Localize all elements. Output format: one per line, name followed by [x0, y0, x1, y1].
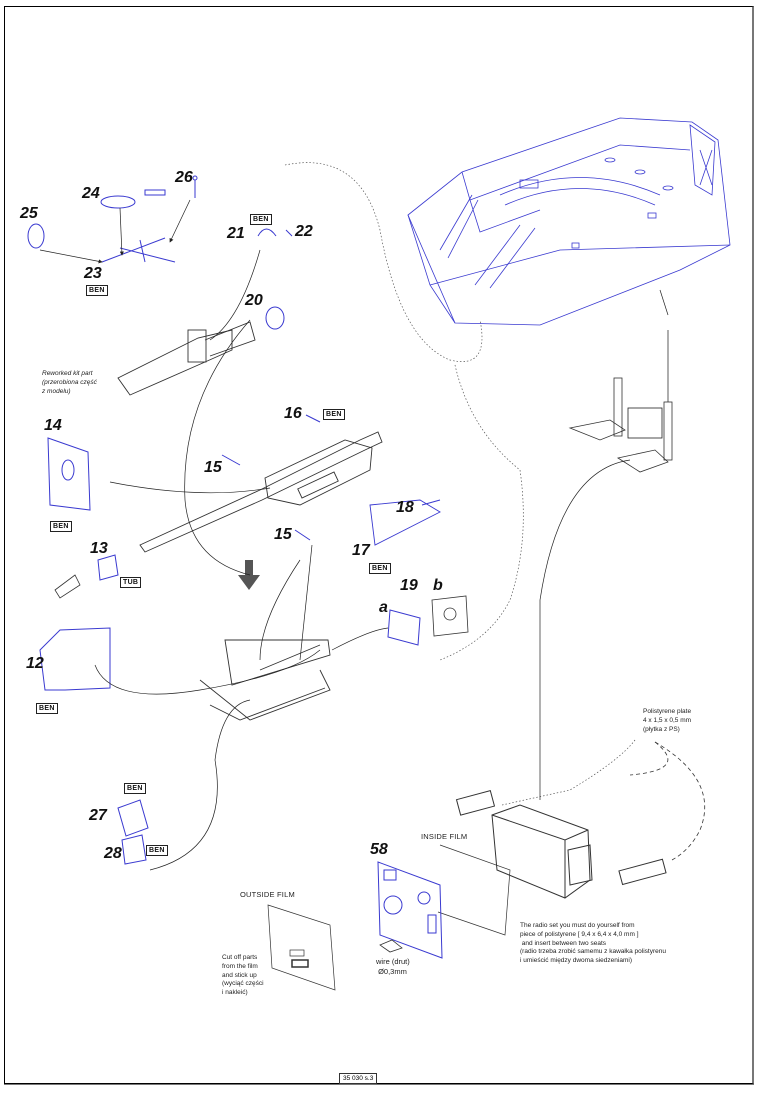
reworked-part-note: Reworked kit part (przerobiona część z m…: [42, 370, 97, 395]
part-number-18: 18: [396, 499, 414, 516]
part-variant-19a: a: [379, 599, 388, 616]
radio-instruction-note: The radio set you must do yourself from …: [520, 922, 666, 965]
gun-barrel-assembly: [117, 321, 441, 553]
part-number-24: 24: [82, 185, 100, 202]
page-border: [4, 6, 754, 1084]
part-number-28: 28: [104, 845, 122, 862]
part-number-15-upper: 15: [204, 459, 222, 476]
part-number-16: 16: [284, 405, 302, 422]
part-number-22: 22: [295, 223, 313, 240]
cut-off-film-note: Cut off parts from the film and stick up…: [222, 954, 264, 997]
part-12-shape: [39, 627, 111, 691]
material-tag-12: BEN: [36, 703, 58, 714]
page-reference: 35 030 s.3: [339, 1073, 378, 1085]
material-tag-28: BEN: [146, 845, 168, 856]
part-number-21: 21: [227, 225, 245, 242]
part-number-58: 58: [370, 841, 388, 858]
gun-mount: [199, 639, 331, 721]
part-number-25: 25: [20, 205, 38, 222]
footer-rule: [4, 1084, 754, 1085]
radio-box: [455, 790, 667, 899]
wire-note: wire (drut) Ø0,3mm: [376, 957, 410, 977]
part-number-23: 23: [84, 265, 102, 282]
part-variant-19b: b: [433, 577, 443, 594]
material-tag-14: BEN: [50, 521, 72, 532]
part-number-12: 12: [26, 655, 44, 672]
material-tag-23: BEN: [86, 285, 108, 296]
material-tag-16: BEN: [323, 409, 345, 420]
outside-film: [267, 904, 336, 991]
part-number-13: 13: [90, 540, 108, 557]
part-14-shape: [47, 437, 91, 511]
hull-interior-part: [407, 117, 731, 326]
material-tag-27: BEN: [124, 783, 146, 794]
part-number-20: 20: [245, 292, 263, 309]
material-tag-13: TUB: [120, 577, 142, 588]
part-number-26: 26: [175, 169, 193, 186]
inside-film-label: INSIDE FILM: [421, 832, 468, 841]
part-number-15-lower: 15: [274, 526, 292, 543]
part-number-14: 14: [44, 417, 62, 434]
material-tag-21: BEN: [250, 214, 272, 225]
wire-part: [379, 939, 403, 953]
panel-part-58: [377, 861, 443, 959]
part-number-17: 17: [352, 542, 370, 559]
part-number-27: 27: [89, 807, 107, 824]
material-tag-17: BEN: [369, 563, 391, 574]
part-number-19: 19: [400, 577, 418, 594]
polistyrene-plate-note: Polistyrene plate 4 x 1,5 x 0,5 mm (płyt…: [643, 708, 692, 733]
bracket-assembly-23: [27, 175, 293, 330]
seats-with-radio: [568, 330, 673, 473]
outside-film-label: OUTSIDE FILM: [240, 890, 295, 899]
